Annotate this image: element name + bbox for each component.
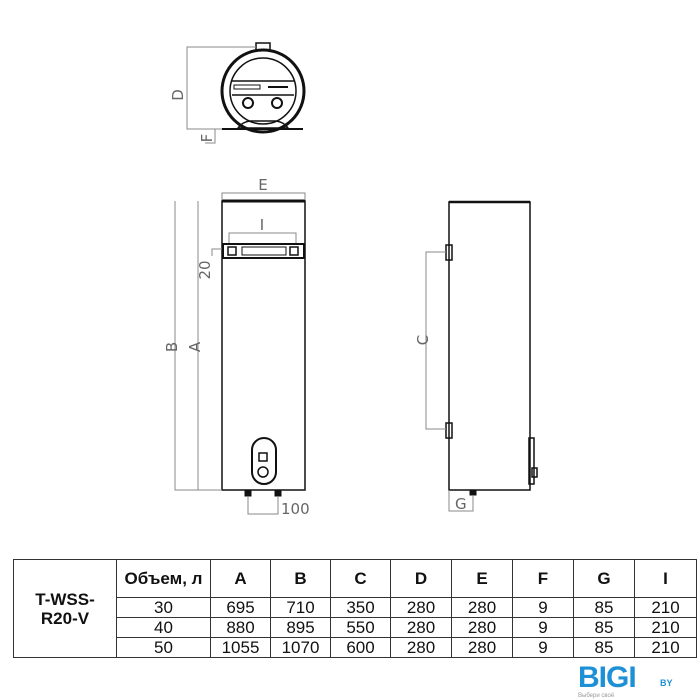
side-view-dimensions xyxy=(425,251,474,512)
cell: 85 xyxy=(573,617,635,638)
cell: 1070 xyxy=(270,637,331,658)
cell: 280 xyxy=(451,597,513,618)
cell: 350 xyxy=(330,597,391,618)
cell: 9 xyxy=(512,637,574,658)
header-b: B xyxy=(270,559,331,598)
dim-label-c: C xyxy=(414,335,432,345)
table-row: 50 1055 1070 600 280 280 9 85 210 xyxy=(14,637,697,658)
cell: 280 xyxy=(451,617,513,638)
cell: 210 xyxy=(634,597,697,618)
cell: 1055 xyxy=(210,637,271,658)
cell: 85 xyxy=(573,637,635,658)
cell: 880 xyxy=(210,617,271,638)
table-row: 40 880 895 550 280 280 9 85 210 xyxy=(14,617,697,638)
cell: 695 xyxy=(210,597,271,618)
header-g: G xyxy=(573,559,635,598)
cell: 9 xyxy=(512,617,574,638)
technical-drawing: D F E I 20 B A 100 C G xyxy=(163,42,538,518)
header-e: E xyxy=(451,559,513,598)
dim-label-b: B xyxy=(163,342,181,352)
cell: 280 xyxy=(390,597,452,618)
cell: 9 xyxy=(512,597,574,618)
top-view-dimensions xyxy=(186,46,256,144)
dim-label-g: G xyxy=(455,495,467,513)
header-d: D xyxy=(390,559,452,598)
dim-label-20: 20 xyxy=(196,260,214,279)
header-volume: Объем, л xyxy=(116,559,211,598)
top-view xyxy=(220,42,306,134)
front-view xyxy=(221,199,306,497)
dim-label-d: D xyxy=(169,89,187,101)
cell: 280 xyxy=(390,617,452,638)
header-f: F xyxy=(512,559,574,598)
header-a: A xyxy=(210,559,271,598)
logo-tagline: Выбери своё xyxy=(578,693,615,699)
cell: 210 xyxy=(634,637,697,658)
cell: 280 xyxy=(390,637,452,658)
front-view-dimensions xyxy=(174,192,306,515)
dim-label-f: F xyxy=(198,134,216,143)
cell: 550 xyxy=(330,617,391,638)
cell: 210 xyxy=(634,617,697,638)
cell: 30 xyxy=(116,597,211,618)
dimensions-table: T-WSS-R20-V Объем, л A B C D E F G I 30 … xyxy=(13,559,697,658)
dim-label-100: 100 xyxy=(281,500,310,518)
header-i: I xyxy=(634,559,697,598)
cell: 280 xyxy=(451,637,513,658)
dim-label-e: E xyxy=(258,176,267,194)
dim-label-a: A xyxy=(186,341,204,352)
bigi-logo: BIGI BY Выбери своё xyxy=(578,661,698,700)
cell: 85 xyxy=(573,597,635,618)
table-row: 30 695 710 350 280 280 9 85 210 xyxy=(14,597,697,618)
dim-label-i: I xyxy=(260,216,264,234)
cell: 40 xyxy=(116,617,211,638)
cell: 50 xyxy=(116,637,211,658)
logo-brand: BIGI xyxy=(578,661,637,694)
logo-domain: BY xyxy=(660,678,673,688)
cell: 895 xyxy=(270,617,331,638)
cell: 710 xyxy=(270,597,331,618)
model-cell: T-WSS-R20-V xyxy=(13,559,117,658)
cell: 600 xyxy=(330,637,391,658)
side-view xyxy=(445,200,538,496)
table-header-row: T-WSS-R20-V Объем, л A B C D E F G I xyxy=(13,559,697,658)
header-c: C xyxy=(330,559,391,598)
